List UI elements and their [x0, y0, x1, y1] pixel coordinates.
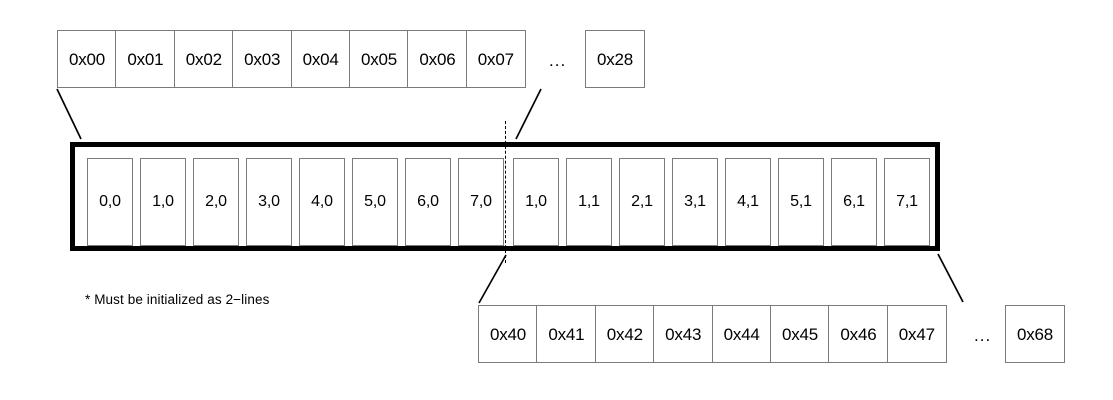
- connector-bottom-right: [937, 253, 964, 303]
- connector-top-left: [56, 88, 82, 140]
- cache-cell: 1,0: [140, 158, 186, 246]
- address-cell: 0x03: [232, 30, 293, 88]
- address-cell: 0x44: [711, 305, 772, 363]
- top-row-ellipsis: ...: [549, 51, 567, 70]
- cache-cell: 5,1: [778, 158, 824, 246]
- connector-top-right: [515, 88, 542, 140]
- cache-cell: 6,0: [405, 158, 451, 246]
- footnote-text: * Must be initialized as 2−lines: [85, 292, 270, 307]
- cache-cell: 2,0: [193, 158, 239, 246]
- address-cell: 0x43: [653, 305, 714, 363]
- address-cell: 0x00: [57, 30, 117, 88]
- cache-cell: 3,1: [672, 158, 718, 246]
- cache-cell: 4,1: [725, 158, 771, 246]
- cache-cell: 5,0: [352, 158, 398, 246]
- bottom-address-row: 0x40 0x41 0x42 0x43 0x44 0x45 0x46 0x47: [478, 305, 947, 363]
- address-cell: 0x05: [349, 30, 410, 88]
- bottom-row-tail-address-cell: 0x68: [1005, 305, 1065, 363]
- cache-cell: 3,0: [246, 158, 292, 246]
- cache-line-cells: 0,0 1,0 2,0 3,0 4,0 5,0 6,0 7,0 1,0 1,1 …: [87, 158, 937, 246]
- address-cell: 0x47: [886, 305, 947, 363]
- address-cell: 0x07: [465, 30, 526, 88]
- cache-cell: 4,0: [299, 158, 345, 246]
- way-divider-dashed-line: [505, 121, 506, 263]
- cache-cell: 0,0: [87, 158, 133, 246]
- address-cell: 0x02: [173, 30, 234, 88]
- cache-cell: 2,1: [619, 158, 665, 246]
- address-cell: 0x42: [594, 305, 655, 363]
- address-cell: 0x46: [828, 305, 889, 363]
- cache-cell: 1,0: [513, 158, 559, 246]
- connector-bottom-left: [478, 254, 507, 304]
- bottom-row-ellipsis: ...: [974, 326, 992, 345]
- address-cell: 0x45: [770, 305, 831, 363]
- cache-cell: 1,1: [566, 158, 612, 246]
- address-cell: 0x01: [115, 30, 176, 88]
- cache-cell: 6,1: [831, 158, 877, 246]
- cache-cell: 7,0: [458, 158, 504, 246]
- top-address-row: 0x00 0x01 0x02 0x03 0x04 0x05 0x06 0x07: [57, 30, 526, 88]
- cache-cell: 7,1: [884, 158, 930, 246]
- address-cell: 0x41: [536, 305, 597, 363]
- address-cell: 0x04: [290, 30, 351, 88]
- top-row-tail-address-cell: 0x28: [585, 30, 645, 88]
- address-cell: 0x40: [478, 305, 538, 363]
- address-cell: 0x06: [407, 30, 468, 88]
